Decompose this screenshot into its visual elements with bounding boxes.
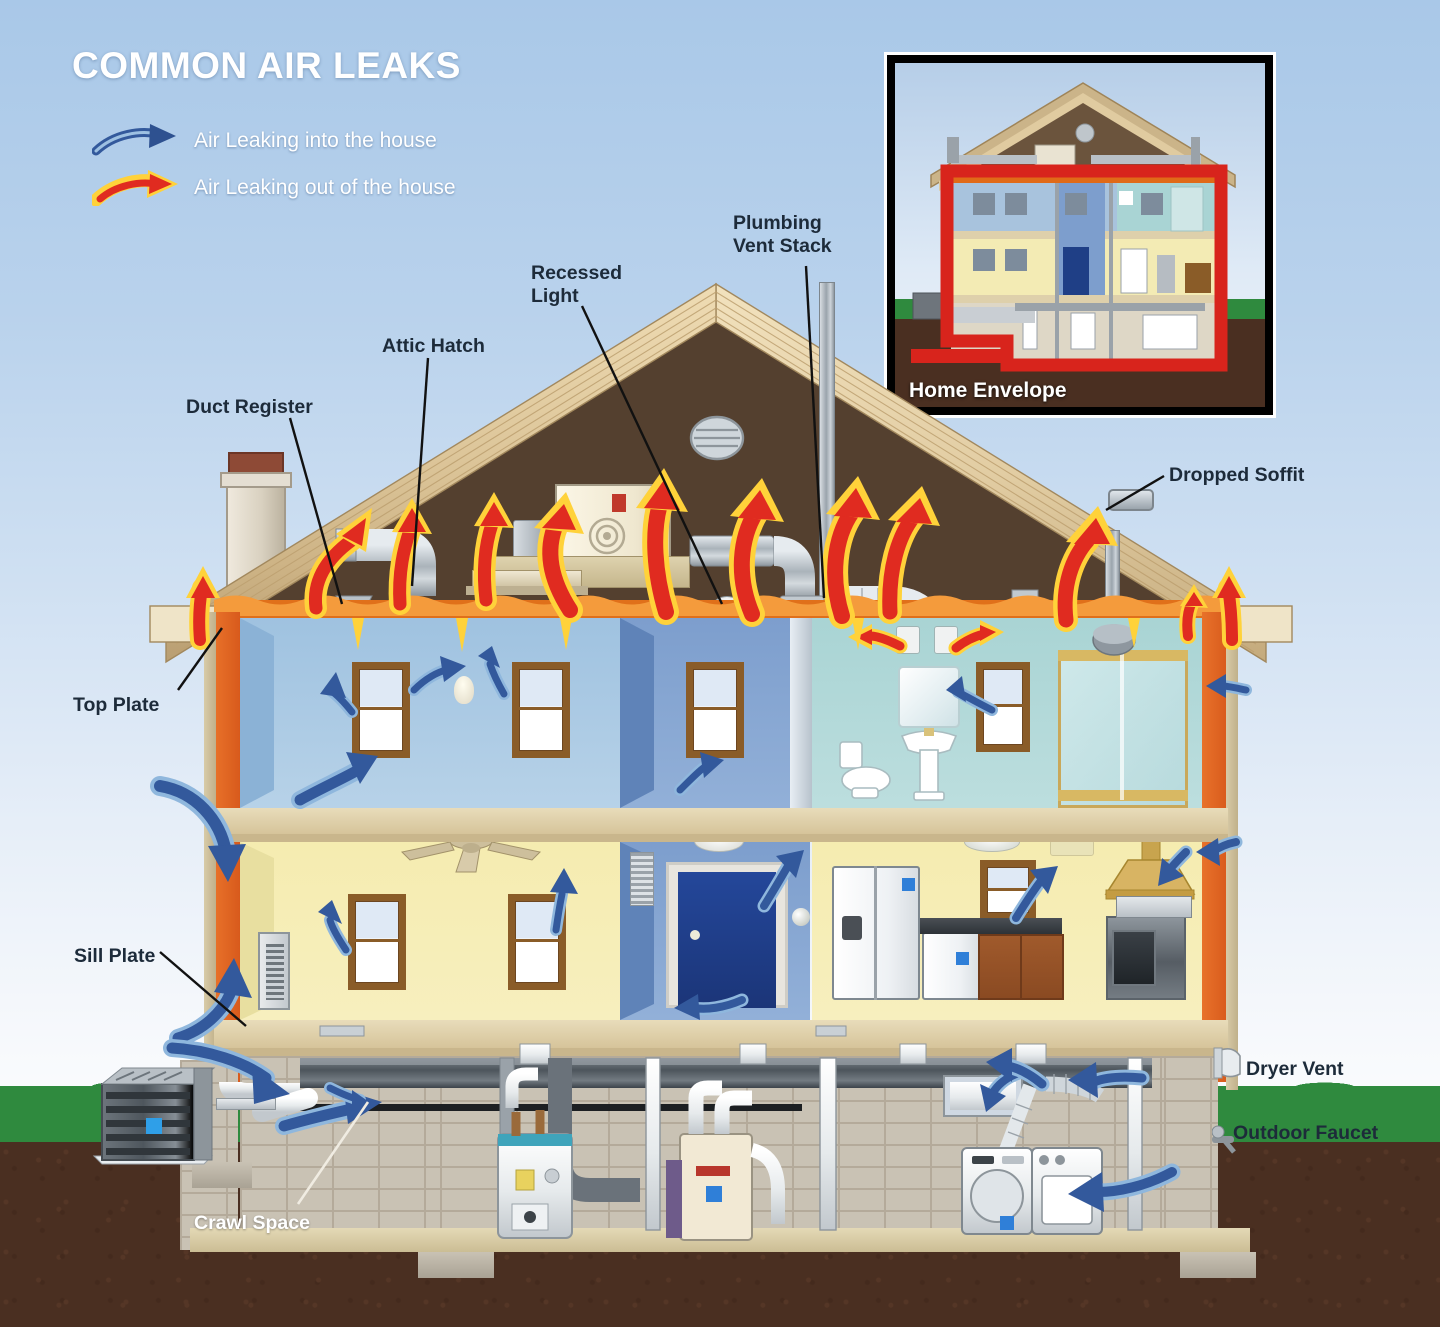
oven-window <box>1112 930 1156 986</box>
ac-condenser-unit <box>92 1067 216 1165</box>
cabinet-door-split <box>1020 934 1022 1000</box>
return-grille-louvers <box>266 944 284 1000</box>
bedroom-side-wall <box>240 618 274 808</box>
living-room-window-right <box>508 894 566 990</box>
right-foundation-pier <box>1164 1056 1218 1250</box>
pedestal-sink <box>900 728 958 801</box>
callout-dropped-soffit: Dropped Soffit <box>1169 464 1305 486</box>
stove-control-panel <box>1116 896 1192 918</box>
callout-recessed-light: Recessed Light <box>531 262 623 307</box>
callout-duct-register: Duct Register <box>186 396 313 418</box>
dishwasher <box>922 932 982 1000</box>
red-arrow-icon <box>92 170 178 206</box>
callout-top-plate: Top Plate <box>73 694 160 716</box>
callout-dryer-vent: Dryer Vent <box>1246 1058 1344 1080</box>
hallway-wall-vent <box>630 852 654 906</box>
callout-plumbing-vent: Plumbing Vent Stack <box>733 212 832 257</box>
refrigerator-ice-dispenser <box>842 916 862 940</box>
toilet <box>839 741 891 799</box>
bathroom-exhaust-fan <box>1092 624 1136 656</box>
thermostat[interactable] <box>792 908 810 926</box>
ac-refrigerant-lines <box>216 1098 276 1110</box>
second-floor-slab <box>214 808 1228 834</box>
footing-left <box>418 1252 494 1278</box>
front-door-knob[interactable] <box>690 930 700 940</box>
callout-crawl-space: Crawl Space <box>194 1212 310 1234</box>
bedroom-window-right <box>512 662 570 758</box>
hallway-partition <box>790 618 812 808</box>
callout-attic-hatch: Attic Hatch <box>382 335 485 357</box>
dishwasher-badge <box>956 952 969 965</box>
legend-item-leak-out: Air Leaking out of the house <box>92 170 456 206</box>
inset-house-shell <box>911 82 1236 372</box>
exterior-fixtures <box>1212 1047 1241 1154</box>
inset-scene <box>895 63 1265 407</box>
legend-label-leak-out: Air Leaking out of the house <box>194 176 456 199</box>
callout-sill-plate: Sill Plate <box>74 945 156 967</box>
footing-right <box>1180 1252 1256 1278</box>
first-floor-edge <box>214 1048 1228 1056</box>
attic-hatch-frame <box>466 586 588 595</box>
shower-door-divider <box>1120 650 1124 800</box>
upstairs-hallway-side-wall <box>620 618 654 808</box>
first-floor-slab <box>214 1020 1228 1048</box>
page-title: COMMON AIR LEAKS <box>72 45 461 86</box>
inset-label: Home Envelope <box>909 379 1067 402</box>
refrigerator-door-split <box>874 866 877 1000</box>
home-envelope-inset: Home Envelope <box>884 52 1276 418</box>
legend-item-leak-in: Air Leaking into the house <box>92 124 437 158</box>
second-floor-edge <box>214 834 1228 842</box>
callout-outdoor-faucet: Outdoor Faucet <box>1233 1122 1379 1144</box>
bedroom-light-bulb <box>454 676 474 704</box>
footing-pier-left <box>192 1162 252 1188</box>
legend-label-leak-in: Air Leaking into the house <box>194 129 437 152</box>
refrigerator-badge <box>902 878 915 891</box>
blue-arrow-icon <box>92 124 176 156</box>
